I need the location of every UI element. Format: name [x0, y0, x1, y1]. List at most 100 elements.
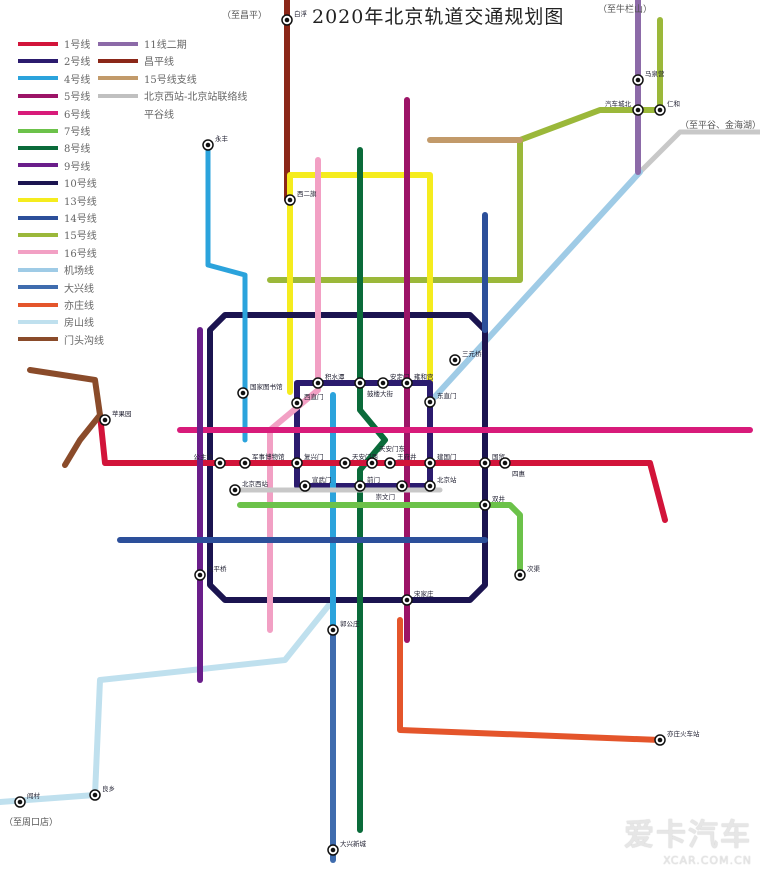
- station[interactable]: 亦庄火车站: [654, 729, 700, 746]
- station-dot: [205, 142, 211, 148]
- station[interactable]: 白浮: [281, 9, 308, 26]
- station-label: 白浮: [294, 9, 308, 18]
- station[interactable]: 三元桥: [449, 349, 482, 366]
- station[interactable]: 崇文门: [376, 480, 408, 501]
- station[interactable]: 前门: [354, 475, 380, 492]
- legend-item: 9号线: [18, 158, 90, 173]
- line-16: [267, 157, 321, 633]
- station[interactable]: 仁和: [654, 99, 680, 116]
- station-dot: [427, 460, 433, 466]
- legend-label: 1号线: [64, 40, 91, 51]
- station-dot: [635, 107, 641, 113]
- legend-swatch: [18, 337, 58, 342]
- note-pinggu: （至平谷、金海湖）: [680, 121, 760, 131]
- station-dot: [427, 399, 433, 405]
- station[interactable]: 东直门: [424, 391, 457, 408]
- station[interactable]: 永丰: [202, 134, 229, 151]
- station[interactable]: 苹果园: [99, 409, 132, 426]
- station-label: 西二旗: [297, 189, 317, 198]
- legend-label: 北京西站-北京站联络线: [144, 92, 248, 104]
- station-label: 国家图书馆: [250, 382, 283, 391]
- line-pinggu: [637, 129, 760, 175]
- station[interactable]: 建国门: [424, 452, 457, 469]
- station[interactable]: 天安门西: [339, 452, 379, 469]
- legend-label: 2号线: [64, 57, 91, 69]
- legend-item: 机场线: [18, 262, 94, 277]
- legend-label: 昌平线: [144, 57, 174, 69]
- station[interactable]: 国贸: [479, 452, 506, 469]
- station[interactable]: 宣武门: [299, 475, 332, 492]
- station[interactable]: 次渠: [514, 564, 541, 581]
- station[interactable]: 宋家庄: [401, 589, 434, 606]
- station[interactable]: 郭公庄: [327, 619, 360, 636]
- station[interactable]: 四惠: [499, 457, 526, 478]
- station[interactable]: 太平桥: [194, 564, 227, 581]
- station-label: 军事博物馆: [252, 452, 285, 461]
- station[interactable]: 北京站: [424, 475, 457, 492]
- line-15: [267, 17, 663, 283]
- station[interactable]: 鼓楼大街: [354, 377, 394, 398]
- legend-label: 平谷线: [144, 109, 174, 121]
- station[interactable]: 北京西站: [229, 479, 269, 496]
- legend-swatch: [98, 93, 138, 98]
- station[interactable]: 安定门: [377, 372, 410, 389]
- legend-item: 13号线: [18, 193, 97, 208]
- legend-swatch: [18, 267, 58, 272]
- station-label: 亦庄火车站: [667, 729, 700, 738]
- legend-item: 16号线: [18, 245, 97, 260]
- station-dot: [657, 737, 663, 743]
- line-mentougou: [27, 367, 103, 468]
- station[interactable]: 大兴新城: [327, 839, 367, 856]
- legend-item: 11线二期: [98, 36, 187, 51]
- station[interactable]: 积水潭: [312, 372, 345, 389]
- legend-item: 15号线: [18, 227, 97, 242]
- station-dot: [404, 380, 410, 386]
- station[interactable]: 良乡: [89, 784, 115, 801]
- station-label: 双井: [492, 494, 506, 503]
- station-label: 阎村: [27, 791, 41, 800]
- station-label: 天安门东: [379, 444, 406, 453]
- station[interactable]: 阎村: [14, 791, 41, 808]
- legend-swatch: [98, 41, 138, 46]
- station[interactable]: 天安门东: [366, 444, 406, 469]
- line-airport: [427, 169, 643, 405]
- station-label: 积水潭: [325, 372, 345, 381]
- station-dot: [217, 460, 223, 466]
- station-dot: [482, 502, 488, 508]
- station[interactable]: 西二旗: [284, 189, 317, 206]
- station-dot: [197, 572, 203, 578]
- legend-label: 14号线: [64, 214, 97, 225]
- legend-item: 1号线: [18, 36, 90, 51]
- line-fangshan: [0, 597, 336, 805]
- station-label: 复兴门: [304, 452, 324, 461]
- legend-swatch: [18, 76, 58, 81]
- station-label: 四惠: [512, 469, 526, 478]
- legend-swatch: [18, 128, 58, 133]
- station-dot: [387, 460, 393, 466]
- station[interactable]: 双井: [479, 494, 506, 511]
- legend-label: 15号线支线: [144, 74, 197, 86]
- station[interactable]: 王府井: [384, 452, 417, 469]
- legend-swatch: [18, 41, 58, 46]
- station-label: 雍和宫: [414, 372, 434, 381]
- station[interactable]: 国家图书馆: [237, 382, 283, 399]
- station[interactable]: 公主坟: [194, 452, 226, 469]
- station-label: 东直门: [437, 391, 457, 400]
- station[interactable]: 马泉营: [632, 69, 665, 86]
- station[interactable]: 雍和宫: [401, 372, 434, 389]
- map-title: 2020年北京轨道交通规划图: [312, 6, 565, 28]
- station-label: 前门: [367, 475, 380, 484]
- note-niulanshan: （至牛栏山）: [598, 5, 653, 15]
- station[interactable]: 军事博物馆: [239, 452, 285, 469]
- station[interactable]: 汽车城北: [605, 99, 644, 116]
- legend-swatch: [18, 215, 58, 220]
- station[interactable]: 西直门: [291, 392, 324, 409]
- watermark-logo: 爱卡汽车: [624, 818, 752, 853]
- legend-item: 2号线: [18, 53, 90, 68]
- station-label: 良乡: [102, 784, 115, 793]
- watermark: 爱卡汽车 XCAR.COM.CN: [624, 810, 752, 867]
- station-dot: [357, 380, 363, 386]
- station[interactable]: 复兴门: [291, 452, 324, 469]
- legend-swatch: [18, 145, 58, 150]
